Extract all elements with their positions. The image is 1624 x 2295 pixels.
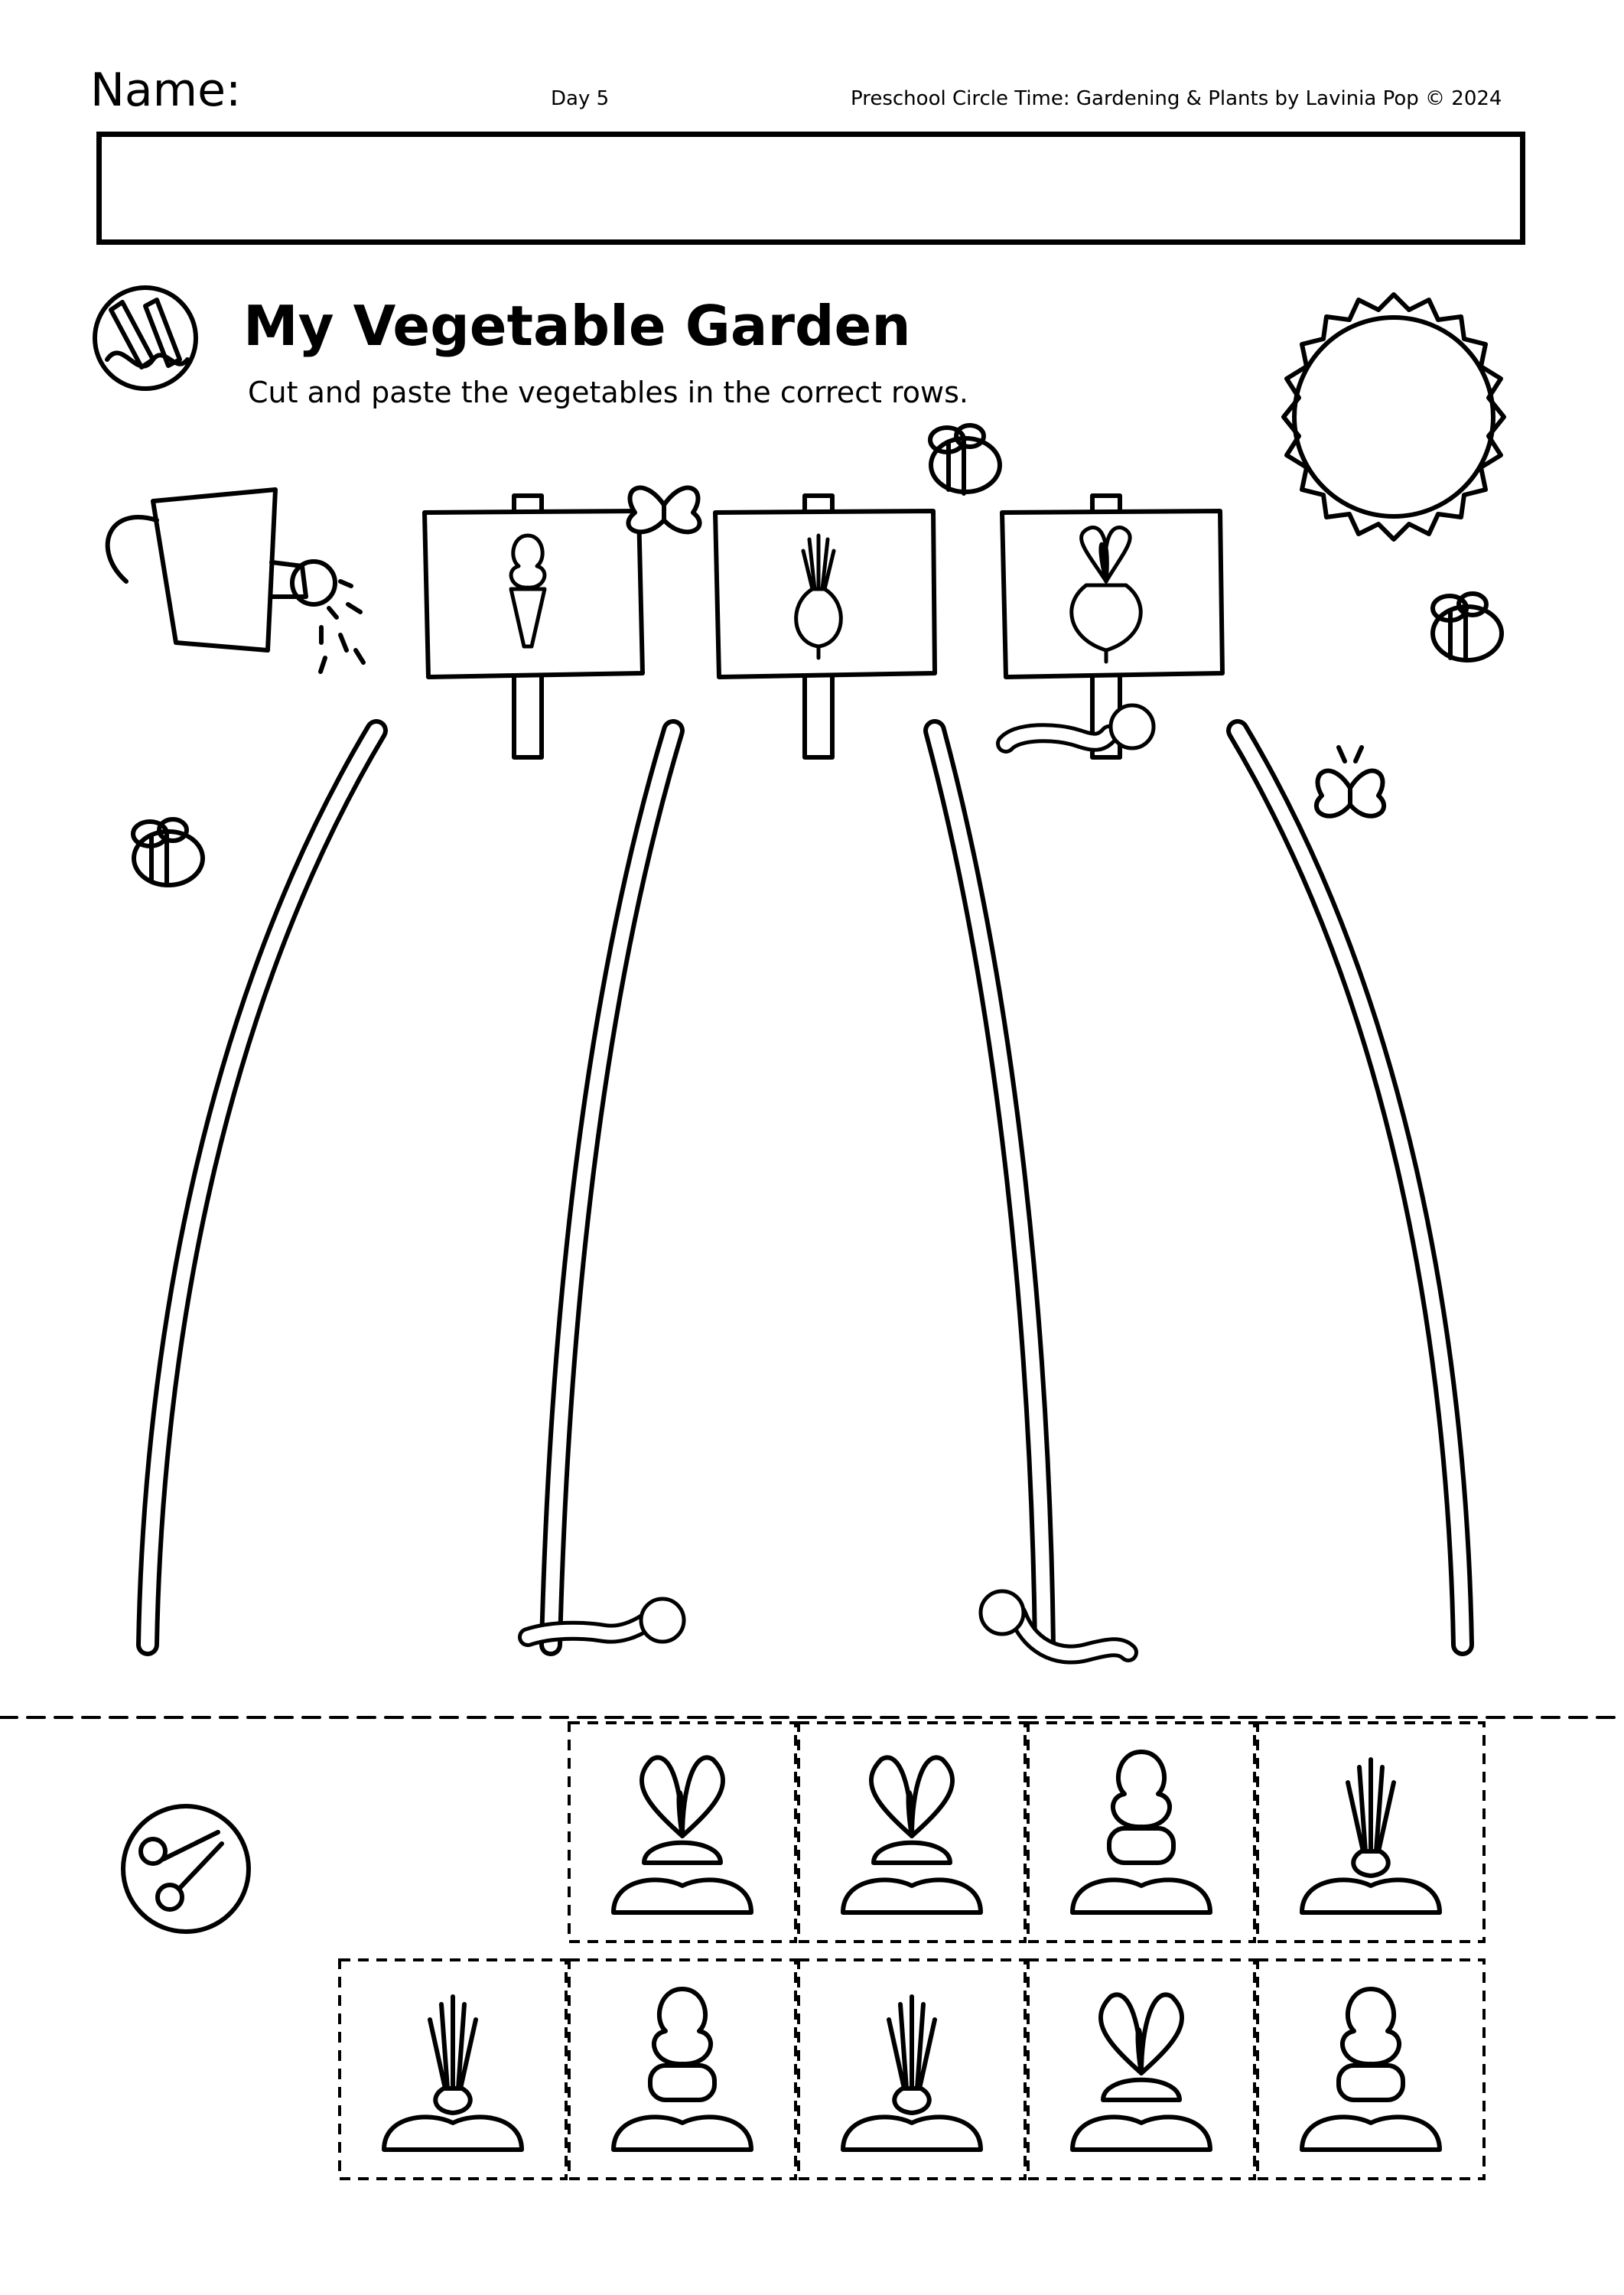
activity-title: My Vegetable Garden (243, 294, 911, 358)
sign-onion (713, 493, 937, 760)
beet-icon (1069, 526, 1143, 664)
bee-icon (928, 423, 1002, 496)
credit-line: Preschool Circle Time: Gardening & Plant… (851, 87, 1502, 110)
sun-icon (1281, 292, 1506, 542)
worm-icon (518, 1597, 686, 1647)
butterfly-icon (1314, 745, 1386, 819)
beet-card[interactable] (568, 1721, 797, 1943)
onion-card[interactable] (797, 1958, 1027, 2180)
beet-card[interactable] (797, 1721, 1027, 1943)
crayon-icon (93, 285, 198, 391)
onion-card[interactable] (338, 1958, 568, 2180)
worm-icon (978, 1589, 1138, 1665)
butterfly-icon (626, 485, 702, 535)
garden-row-lines (136, 719, 1474, 1656)
scissors-icon (121, 1804, 251, 1934)
beet-card[interactable] (1027, 1958, 1256, 2180)
onion-card[interactable] (1256, 1721, 1486, 1943)
carrot-card[interactable] (1256, 1958, 1486, 2180)
bee-icon (1430, 591, 1504, 662)
sign-carrot (422, 493, 645, 760)
day-label: Day 5 (551, 87, 610, 110)
worm-icon (996, 703, 1156, 754)
name-label: Name: (90, 63, 242, 117)
bee-icon (131, 817, 205, 887)
name-writing-box[interactable] (96, 132, 1525, 245)
onion-icon (794, 533, 843, 660)
activity-instructions: Cut and paste the vegetables in the corr… (248, 376, 968, 409)
watering-can-icon (105, 487, 366, 674)
carrot-icon (509, 533, 547, 649)
carrot-card[interactable] (1027, 1721, 1256, 1943)
carrot-card[interactable] (568, 1958, 797, 2180)
